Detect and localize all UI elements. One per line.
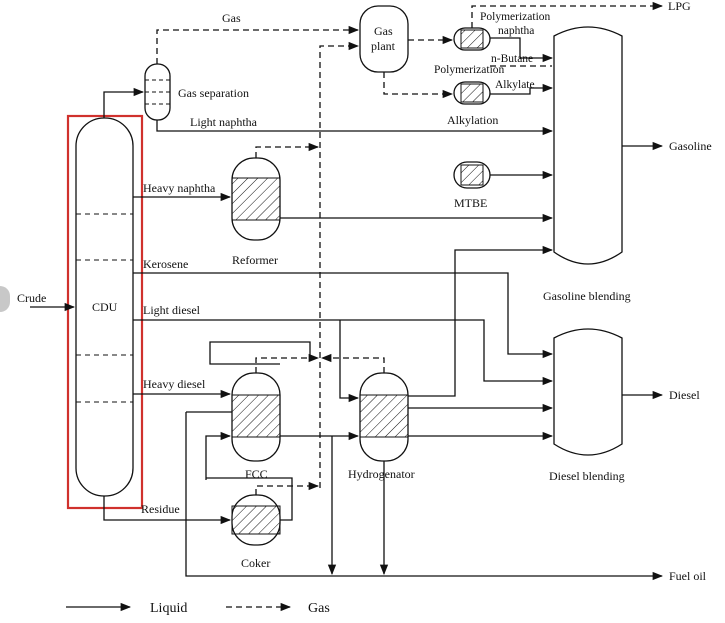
label-gas-plant-line1: Gas (374, 24, 393, 38)
label-light-naphtha: Light naphtha (190, 115, 258, 129)
label-residue: Residue (141, 502, 180, 516)
legend-gas-label: Gas (308, 601, 330, 616)
label-reformer: Reformer (232, 253, 278, 267)
label-hydrogenator: Hydrogenator (348, 467, 415, 481)
label-n-butane: n-Butane (491, 53, 533, 65)
gas-separation-vessel (144, 63, 171, 121)
label-coker: Coker (241, 556, 270, 570)
label-gasoline: Gasoline (669, 139, 712, 153)
label-diesel-blending: Diesel blending (549, 469, 625, 483)
hydrogenator-vessel (359, 372, 409, 462)
gasoline-blending-tank (553, 26, 623, 265)
label-diesel: Diesel (669, 388, 700, 402)
label-crude: Crude (17, 291, 46, 305)
label-heavy-naphtha: Heavy naphtha (143, 181, 216, 195)
label-mtbe: MTBE (454, 196, 487, 210)
label-gas-separation: Gas separation (178, 86, 249, 100)
label-lpg: LPG (668, 0, 691, 13)
label-gasoline-blending: Gasoline blending (543, 289, 631, 303)
label-polymerization-naphtha-line1: Polymerization (480, 11, 551, 23)
diesel-blending-tank (553, 328, 623, 456)
label-polymerization-naphtha-line2: naphtha (498, 25, 534, 37)
gas-lines (156, 1, 664, 495)
label-alkylate: Alkylate (495, 79, 535, 91)
legend-liquid-label: Liquid (150, 601, 187, 616)
label-kerosene: Kerosene (143, 257, 188, 271)
side-scroll-tab[interactable] (0, 286, 10, 312)
label-gas-plant-line2: plant (371, 39, 396, 53)
alkylation-unit (453, 81, 491, 105)
label-polymerization-unit: Polymerization (434, 64, 505, 76)
legend: Liquid Gas (66, 601, 330, 616)
reformer-vessel (231, 157, 281, 241)
label-gas: Gas (222, 11, 241, 25)
polymerization-unit (453, 27, 491, 51)
label-fcc: FCC (245, 467, 268, 481)
label-heavy-diesel: Heavy diesel (143, 377, 206, 391)
fcc-vessel (231, 372, 281, 462)
label-alkylation: Alkylation (447, 113, 498, 127)
label-fuel-oil: Fuel oil (669, 569, 707, 583)
cdu-highlight-box (66, 114, 144, 510)
label-cdu: CDU (92, 300, 118, 314)
mtbe-unit (453, 161, 491, 189)
coker-vessel (231, 494, 281, 546)
label-light-diesel: Light diesel (143, 303, 201, 317)
